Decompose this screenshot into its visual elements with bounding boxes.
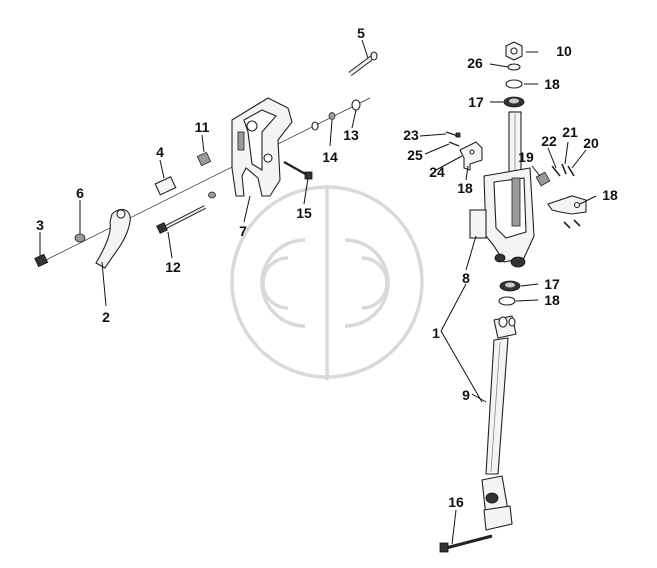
label-part-21: 19 bbox=[518, 149, 534, 165]
label-part-16: 16 bbox=[448, 494, 464, 510]
label-part-2: 2 bbox=[102, 309, 110, 325]
part-18-ring-top bbox=[505, 79, 523, 89]
label-part-4: 4 bbox=[156, 144, 164, 160]
part-19-bracket bbox=[547, 195, 587, 229]
part-12-pin bbox=[156, 205, 206, 234]
part-28-washer bbox=[507, 63, 521, 71]
part-15-bolt bbox=[283, 161, 313, 180]
label-part-7: 7 bbox=[239, 223, 247, 239]
part-8-column-housing bbox=[469, 111, 535, 268]
label-part-28: 26 bbox=[467, 55, 483, 71]
part-3-bolt bbox=[34, 253, 49, 268]
label-part-18-top: 18 bbox=[544, 76, 560, 92]
part-22-screw bbox=[567, 165, 575, 177]
part-18-ring-bottom bbox=[498, 296, 516, 306]
label-part-13: 13 bbox=[343, 127, 359, 143]
part-7-bracket bbox=[231, 97, 293, 197]
part-4-spacer bbox=[154, 176, 177, 196]
label-part-12: 12 bbox=[165, 259, 181, 275]
part-14-washer bbox=[328, 112, 336, 120]
label-part-23: 21 bbox=[562, 124, 578, 140]
part-10-nut bbox=[505, 41, 523, 61]
label-part-17-top: 17 bbox=[468, 94, 484, 110]
label-part-22: 20 bbox=[583, 135, 599, 151]
label-part-9: 9 bbox=[462, 387, 470, 403]
logo-watermark bbox=[230, 185, 424, 380]
part-9-shaft bbox=[481, 315, 517, 531]
part-17-bearing-bottom bbox=[499, 280, 521, 292]
part-13-washer bbox=[351, 99, 361, 111]
label-part-8: 8 bbox=[462, 270, 470, 286]
part-16-bolt bbox=[439, 534, 493, 553]
part-11-bushing bbox=[196, 151, 212, 167]
label-part-20: 18 bbox=[457, 180, 473, 196]
label-part-17-bottom: 17 bbox=[544, 276, 560, 292]
label-part-5: 5 bbox=[357, 25, 365, 41]
part-12-washer bbox=[208, 191, 216, 199]
label-part-24: 22 bbox=[541, 133, 557, 149]
label-part-1: 1 bbox=[432, 325, 440, 341]
right-assembly bbox=[439, 41, 587, 553]
part-24-screw bbox=[551, 165, 561, 177]
label-part-26: 24 bbox=[429, 164, 445, 180]
leader-lines bbox=[39, 39, 597, 545]
part-20-bracket bbox=[459, 141, 483, 171]
label-part-10: 10 bbox=[556, 43, 572, 59]
part-25-screw bbox=[445, 131, 461, 147]
part-2-pedal-arm bbox=[95, 208, 131, 269]
left-assembly bbox=[34, 51, 378, 269]
part-17-bearing-top bbox=[503, 96, 525, 108]
part-5-pin bbox=[348, 51, 378, 76]
part-14-ring bbox=[311, 121, 319, 131]
label-part-19: 18 bbox=[602, 187, 618, 203]
label-part-11: 11 bbox=[195, 119, 210, 135]
label-part-14: 14 bbox=[322, 149, 338, 165]
label-part-27: 25 bbox=[407, 147, 423, 163]
part-labels: 5 10 26 18 17 11 13 23 22 21 20 4 14 25 … bbox=[36, 25, 618, 510]
label-part-6: 6 bbox=[76, 185, 84, 201]
label-part-25: 23 bbox=[403, 127, 419, 143]
label-part-15: 15 bbox=[296, 205, 312, 221]
part-23-screw bbox=[561, 163, 567, 175]
label-part-3: 3 bbox=[36, 217, 44, 233]
part-6-washer bbox=[74, 233, 86, 243]
label-part-18-bottom: 18 bbox=[544, 292, 560, 308]
